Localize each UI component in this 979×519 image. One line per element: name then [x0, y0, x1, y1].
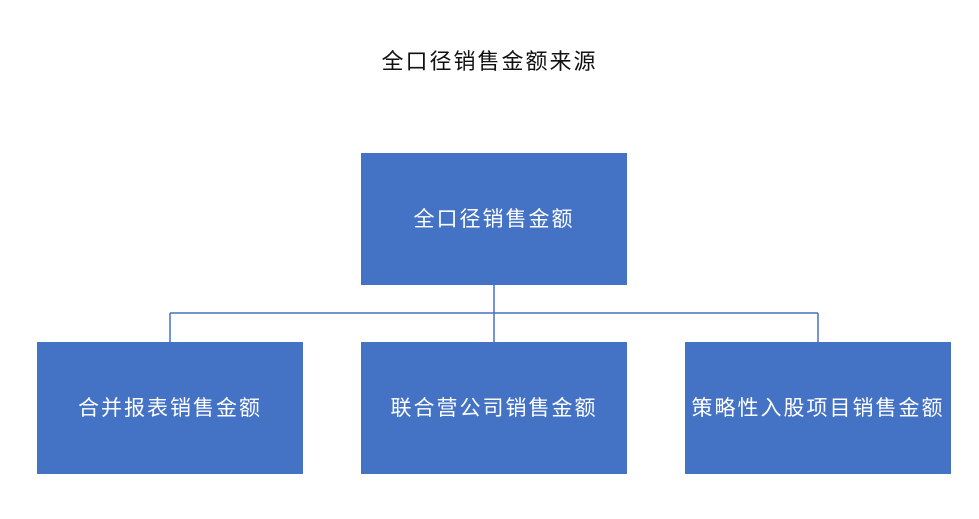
diagram-title: 全口径销售金额来源	[381, 50, 598, 75]
child-node-consolidated: 合并报表销售金额	[37, 342, 303, 474]
root-node: 全口径销售金额	[361, 153, 627, 285]
root-node-label: 全口径销售金额	[413, 207, 575, 231]
child-node-label: 合并报表销售金额	[78, 396, 262, 420]
child-node-strategic-investments: 策略性入股项目销售金额	[685, 342, 951, 474]
child-node-label: 策略性入股项目销售金额	[691, 396, 945, 420]
child-node-label: 联合营公司销售金额	[390, 396, 598, 420]
child-node-joint-ventures: 联合营公司销售金额	[361, 342, 627, 474]
